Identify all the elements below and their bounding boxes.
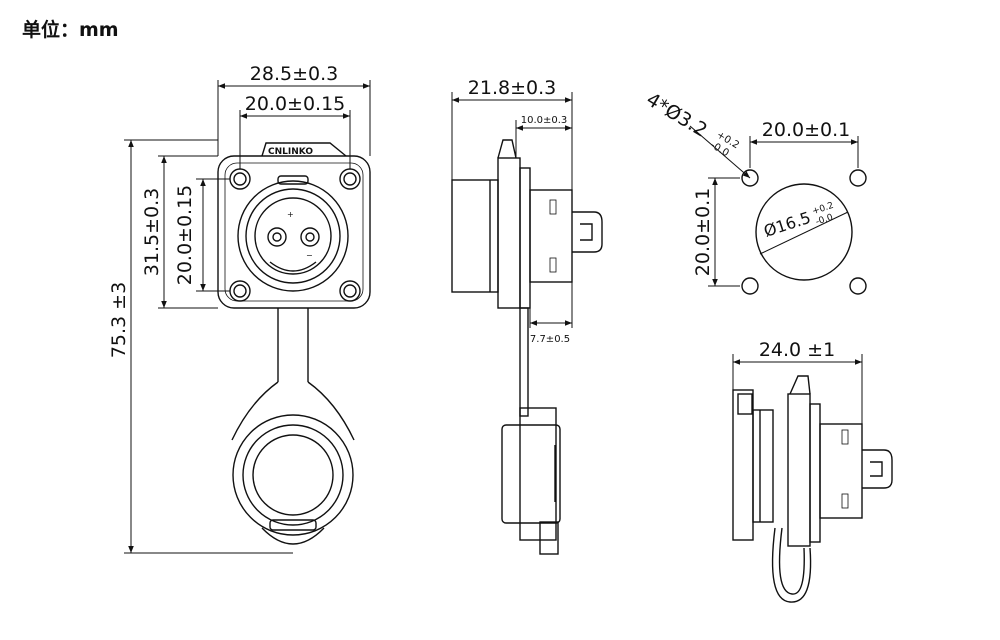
capped-cap-body [732, 389, 754, 541]
side-rear-depth: 7.7±0.5 [530, 334, 570, 345]
side-rear-body [529, 189, 573, 283]
front-flange [217, 155, 371, 309]
cutout-hole-tl [741, 169, 759, 187]
front-mount-hole-tr [339, 168, 361, 190]
capped-rear-body [819, 423, 863, 519]
front-hole-pitch-v: 20.0±0.15 [174, 185, 196, 286]
side-strap [519, 307, 529, 417]
side-view [451, 139, 603, 555]
front-dimension-lines [124, 80, 371, 554]
front-flange-height: 31.5±0.3 [141, 188, 163, 276]
capped-dimension-lines [732, 354, 863, 424]
side-cap [501, 424, 561, 524]
cutout-hole-br [849, 277, 867, 295]
front-total-length: 75.3 ±3 [108, 282, 130, 358]
tether-strap [231, 381, 355, 441]
front-hole-pitch-h: 20.0±0.15 [245, 93, 346, 115]
cutout-hole-bl [741, 277, 759, 295]
svg-text:Ø16.5: Ø16.5 [761, 208, 813, 241]
pin-negative [300, 227, 320, 247]
front-view [217, 142, 371, 545]
capped-tether-loop [771, 527, 812, 603]
unit-label: 单位：mm [22, 18, 119, 41]
brand-logo: CNLINKO [268, 147, 313, 157]
cutout-dimension-lines [689, 125, 859, 287]
front-mount-hole-bl [229, 280, 251, 302]
dust-cap [232, 414, 354, 536]
front-mount-hole-br [339, 280, 361, 302]
panel-cutout [741, 169, 867, 295]
side-depth: 21.8±0.3 [468, 77, 556, 99]
side-flange-plate [497, 157, 521, 309]
pin-plus-mark: + [287, 210, 294, 219]
cutout-hole-tr [849, 169, 867, 187]
cutout-mount-holes-callout: 4*Ø3.2 +0.2 -0.0 [642, 88, 741, 159]
pin-minus-mark: − [306, 251, 313, 260]
front-overall-width: 28.5±0.3 [250, 63, 338, 85]
front-connector-face [237, 180, 349, 292]
capped-depth: 24.0 ±1 [759, 339, 835, 361]
svg-text:4*Ø3.2: 4*Ø3.2 [642, 88, 711, 141]
front-mount-hole-tl [229, 168, 251, 190]
cutout-pitch-h: 20.0±0.1 [762, 119, 850, 141]
capped-flange [787, 393, 811, 547]
pin-positive [267, 227, 287, 247]
cutout-center-hole [755, 183, 853, 281]
side-view-capped [732, 375, 893, 603]
cutout-center-hole-callout: Ø16.5 +0.2 -0.0 [761, 201, 835, 241]
side-front-boss [451, 179, 499, 293]
side-front-depth: 10.0±0.3 [521, 115, 568, 126]
side-dimension-lines [451, 92, 573, 328]
cutout-pitch-v: 20.0±0.1 [692, 188, 714, 276]
